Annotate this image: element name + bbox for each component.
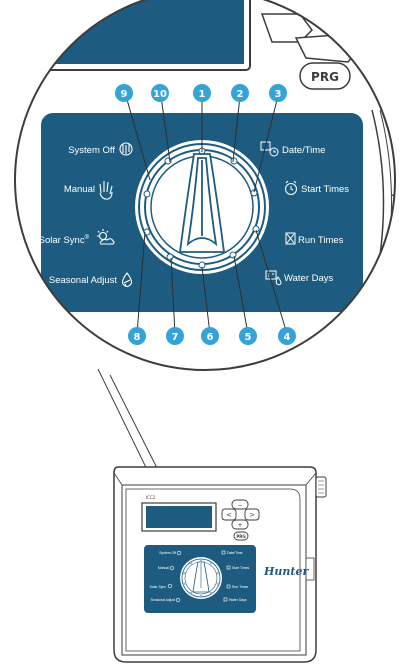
small-prg-label: PRG [236, 534, 245, 539]
small-seasonal-adjust-icon [175, 597, 181, 603]
badge-3: 3 [275, 89, 282, 100]
prg-button-label: PRG [311, 70, 339, 84]
small-label-manual: Manual [158, 566, 169, 570]
small-date-time-icon [221, 550, 226, 555]
system-off-icon [119, 142, 133, 156]
label-seasonal-adjust: Seasonal Adjust [49, 275, 117, 286]
badge-7: 7 [172, 332, 179, 343]
manual-hand-icon [99, 181, 113, 200]
label-water-days: Water Days [284, 273, 334, 284]
small-next-label: > [249, 511, 255, 519]
small-system-off-icon [176, 550, 182, 556]
label-system-off: System Off [68, 145, 115, 156]
solar-sync-icon [97, 229, 115, 245]
small-run-times-icon [226, 584, 231, 589]
badge-4: 4 [284, 332, 291, 343]
small-label-start-times: Start Times [232, 566, 249, 570]
small-label-date-time: Date/Time [227, 551, 243, 555]
small-solar-sync-icon [167, 583, 173, 589]
badge-8: 8 [134, 332, 141, 343]
badge-1: 1 [199, 89, 206, 100]
model-label: ICC2 [146, 495, 156, 500]
badge-10: 10 [153, 89, 167, 100]
magnified-view: PRG H System Off Manual Solar Sync® Seas… [39, 0, 418, 345]
label-start-times: Start Times [301, 184, 349, 195]
brand-logo: Hunter [263, 565, 309, 578]
small-label-water-days: Water Days [229, 598, 247, 602]
controller-overview: ICC2 < > − + PRG System Off Manual Solar… [113, 466, 327, 663]
arrow-button-top[interactable] [260, 13, 313, 43]
badge-6: 6 [207, 332, 214, 343]
leader-lines [125, 95, 288, 335]
small-prg-button[interactable] [233, 531, 249, 541]
label-manual: Manual [64, 184, 95, 195]
badge-9: 9 [121, 89, 128, 100]
selector-dial[interactable] [135, 140, 269, 274]
side-knob [315, 476, 327, 498]
small-left-button[interactable] [221, 508, 237, 521]
dial-number-badges-bottom: 8 7 6 5 4 [128, 327, 296, 345]
small-manual-icon [169, 565, 175, 571]
date-time-icon [260, 141, 279, 157]
label-date-time: Date/Time [282, 145, 325, 156]
small-water-days-icon [223, 597, 228, 602]
label-solar-sync: Solar Sync® [39, 234, 90, 246]
dial-number-badges-top: 9 10 1 2 3 [115, 84, 287, 102]
small-label-seasonal-adjust: Seasonal Adjust [151, 598, 175, 602]
small-label-run-times: Run Times [232, 585, 249, 589]
small-start-times-icon [226, 565, 231, 570]
run-times-icon [285, 232, 296, 245]
lcd-screen [39, 0, 251, 71]
start-times-icon [285, 180, 297, 195]
small-label-solar-sync: Solar Sync [150, 585, 167, 589]
small-plus-label: + [237, 522, 242, 529]
small-prev-label: < [226, 511, 232, 519]
label-run-times: Run Times [298, 235, 344, 246]
badge-2: 2 [237, 89, 244, 100]
magnifier-ring [14, 0, 396, 371]
small-minus-label: − [237, 502, 242, 509]
small-selector-dial[interactable] [180, 557, 222, 599]
small-up-button[interactable] [231, 499, 249, 510]
seasonal-adjust-icon [121, 272, 133, 288]
small-label-system-off: System Off [159, 551, 176, 555]
badge-5: 5 [245, 332, 252, 343]
small-down-button[interactable] [231, 519, 249, 530]
prg-button[interactable] [299, 62, 351, 90]
small-right-button[interactable] [244, 508, 260, 521]
brand-logo-partial: H [391, 173, 418, 203]
dial-pointer [178, 153, 226, 253]
